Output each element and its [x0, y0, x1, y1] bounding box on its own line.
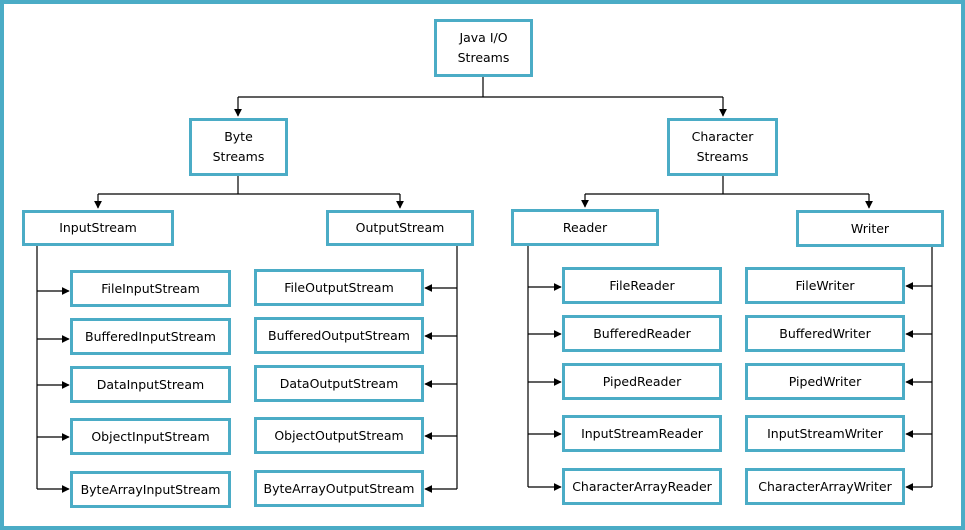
filereader-node: FileReader	[562, 267, 722, 304]
inputstreamreader-node: InputStreamReader	[562, 415, 722, 452]
bytearrayinputstream-node: ByteArrayInputStream	[70, 471, 231, 508]
bufferedinputstream-node: BufferedInputStream	[70, 318, 231, 355]
outputstream-node: OutputStream	[326, 210, 474, 246]
reader-node: Reader	[511, 209, 659, 246]
writer-node: Writer	[796, 210, 944, 247]
fileinputstream-node: FileInputStream	[70, 270, 231, 307]
fileoutputstream-node: FileOutputStream	[254, 269, 424, 306]
objectinputstream-node: ObjectInputStream	[70, 418, 231, 455]
byte-streams-line2: Streams	[212, 149, 265, 164]
bufferedreader-node: BufferedReader	[562, 315, 722, 352]
java-io-streams-line1: Java I/O	[459, 30, 508, 45]
java-io-streams-node: Java I/O Streams	[434, 19, 533, 77]
inputstreamwriter-node: InputStreamWriter	[745, 415, 905, 452]
filewriter-node: FileWriter	[745, 267, 905, 304]
character-streams-line2: Streams	[696, 149, 749, 164]
characterarraywriter-node: CharacterArrayWriter	[745, 468, 905, 505]
java-io-streams-line2: Streams	[457, 50, 510, 65]
datainputstream-node: DataInputStream	[70, 366, 231, 403]
bufferedwriter-node: BufferedWriter	[745, 315, 905, 352]
characterarrayreader-node: CharacterArrayReader	[562, 468, 722, 505]
dataoutputstream-node: DataOutputStream	[254, 365, 424, 402]
inputstream-node: InputStream	[22, 210, 174, 246]
byte-streams-node: Byte Streams	[189, 118, 288, 176]
bytearrayoutputstream-node: ByteArrayOutputStream	[254, 470, 424, 507]
character-streams-node: Character Streams	[667, 118, 778, 176]
character-streams-line1: Character	[691, 129, 754, 144]
bufferedoutputstream-node: BufferedOutputStream	[254, 317, 424, 354]
pipedreader-node: PipedReader	[562, 363, 722, 400]
objectoutputstream-node: ObjectOutputStream	[254, 417, 424, 454]
byte-streams-line1: Byte	[224, 129, 253, 144]
pipedwriter-node: PipedWriter	[745, 363, 905, 400]
